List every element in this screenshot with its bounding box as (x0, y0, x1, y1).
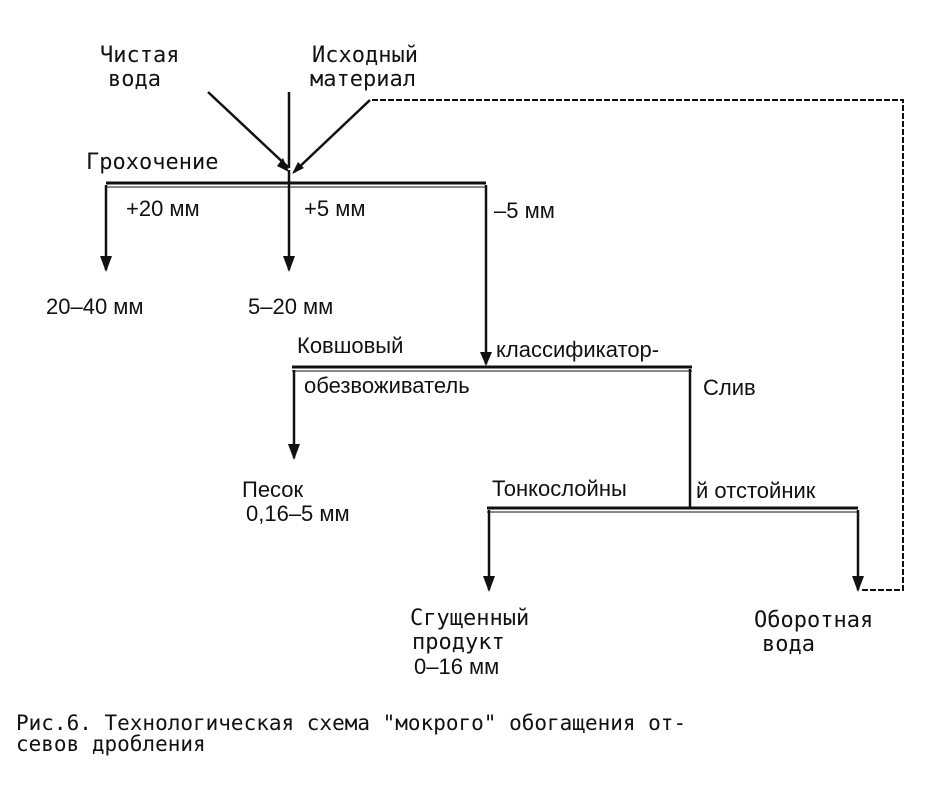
product-5-20: 5–20 мм (248, 294, 334, 319)
source-material-label-1: Исходный (312, 43, 418, 68)
figure-caption-line-1: Рис.6. Технологическая схема "мокрого" о… (16, 711, 687, 735)
recycled-water-label-1: Оборотная (754, 608, 874, 633)
settler-title-right: й отстойник (696, 478, 816, 503)
figure-caption-line-2: севов дробления (16, 732, 206, 756)
classifier-title-left: Ковшовый (297, 333, 404, 358)
classifier-title-right: классификатор- (496, 337, 660, 362)
clean-water-label-1: Чистая (100, 43, 180, 68)
fraction-minus5: –5 мм (494, 198, 555, 223)
source-material-label-2: материал (310, 67, 416, 92)
recycled-water-label-2: вода (762, 632, 815, 657)
classifier-title-line2: обезвоживатель (304, 373, 470, 398)
thickened-size: 0–16 мм (414, 654, 500, 679)
recycled-water-return-line (370, 99, 904, 591)
fraction-plus5: +5 мм (304, 196, 366, 221)
source-material-arrow (293, 99, 371, 173)
sand-size: 0,16–5 мм (246, 501, 350, 526)
thickened-label-1: Сгущенный (410, 606, 530, 631)
thickened-label-2: продукт (412, 630, 505, 655)
clean-water-arrow (207, 91, 290, 169)
screening-title: Грохочение (86, 150, 219, 175)
clean-water-label-2: вода (108, 67, 161, 92)
fraction-plus20: +20 мм (126, 196, 200, 221)
sand-label: Песок (242, 477, 304, 502)
settler-title-left: Тонкослойны (492, 476, 627, 501)
overflow-label: Слив (703, 375, 756, 400)
product-20-40: 20–40 мм (46, 294, 144, 319)
